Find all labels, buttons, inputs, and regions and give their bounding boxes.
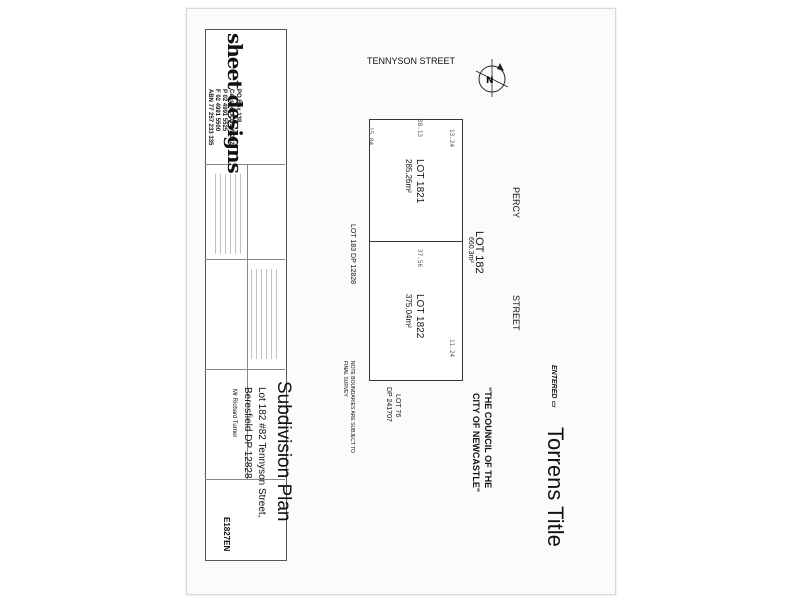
street-label-right: STREET <box>511 295 521 331</box>
lot-1822-label: LOT 1822 <box>414 294 425 339</box>
adjacent-lot-bottom-dp: DP 241707 <box>385 387 392 422</box>
parent-lot-area: 660.3m² <box>467 237 474 263</box>
adjacent-lot-left: LOT 183 DP 12828 <box>349 224 356 285</box>
lot-1821-area: 285.26m² <box>404 159 413 193</box>
boundary-note: FINAL SURVEY <box>342 361 348 397</box>
contact-line: PO Box 138 <box>235 89 241 123</box>
plan-heading: Subdivision Plan <box>273 381 294 522</box>
address-line: Lot 182 #82 Tennyson Street, <box>256 387 267 518</box>
lot-1821-outline <box>369 119 463 243</box>
contact-line: Cessnock NSW 2325 <box>228 89 234 149</box>
street-label-right: PERCY <box>511 187 521 219</box>
entered-stamp: ENTERED ▭ <box>550 365 557 408</box>
client-name: Mr Richard Turner <box>231 389 237 438</box>
address-line: Beresfield DP 12828 <box>242 387 253 479</box>
street-label-top: TENNYSON STREET <box>367 56 456 66</box>
lot-1821-label: LOT 1821 <box>414 159 425 204</box>
contact-line: P 02 4991 5525 <box>221 89 227 132</box>
revision-text-block <box>251 269 279 359</box>
drawing-number: E1827EN <box>222 517 231 552</box>
contact-line: ABN 77 257 233 335 <box>207 89 213 146</box>
plan-sheet: sheet designs PO Box 138 Cessnock NSW 23… <box>186 8 616 595</box>
lot-1822-area: 375.04m² <box>404 294 413 328</box>
parent-lot-label: LOT 182 <box>473 231 485 274</box>
notes-text-block <box>215 174 241 254</box>
adjacent-lot-bottom: LOT 76 <box>394 394 401 418</box>
council-text: CITY OF NEWCASTLE" <box>471 393 481 493</box>
north-arrow-icon: N <box>475 59 509 97</box>
lot-1822-outline <box>369 241 463 381</box>
council-text: "THE COUNCIL OF THE <box>483 387 493 489</box>
boundary-note: NOTE BOUNDARIES ARE SUBJECT TO <box>349 361 355 453</box>
contact-line: F 02 4991 5500 <box>214 89 220 132</box>
document-title: Torrens Title <box>543 427 568 547</box>
svg-text:N: N <box>486 76 494 86</box>
